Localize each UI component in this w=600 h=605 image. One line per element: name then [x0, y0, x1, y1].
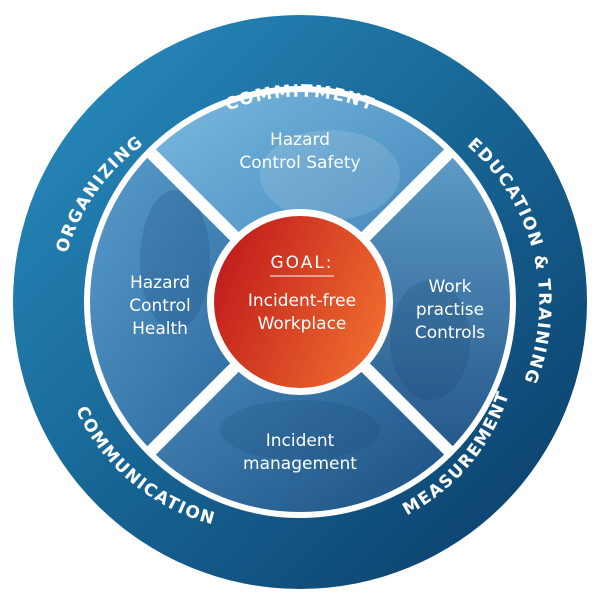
- segment-right-line-2: practise: [416, 300, 484, 320]
- segment-right: [300, 152, 512, 452]
- segment-right-line-1: Work: [428, 277, 471, 297]
- goal-heading: GOAL:: [270, 253, 333, 273]
- segment-top-line-2: Control Safety: [239, 153, 360, 173]
- segment-bottom-line-2: management: [243, 454, 357, 474]
- goal-line-2: Workplace: [258, 314, 347, 334]
- segment-ring-border: [84, 86, 516, 518]
- segment-left-line-1: Hazard: [130, 273, 190, 293]
- segment-left-line-2: Control: [129, 296, 190, 316]
- goal-circle: [214, 216, 386, 388]
- goal-line-1: Incident-free: [248, 291, 356, 311]
- segment-left-line-3: Health: [132, 319, 188, 339]
- segment-bottom: [150, 302, 450, 514]
- segment-left: [88, 152, 300, 452]
- segment-top-line-1: Hazard: [270, 130, 330, 150]
- segment-bottom-line-1: Incident: [266, 431, 335, 451]
- segment-top: [150, 90, 450, 302]
- segment-right-line-3: Controls: [415, 323, 485, 343]
